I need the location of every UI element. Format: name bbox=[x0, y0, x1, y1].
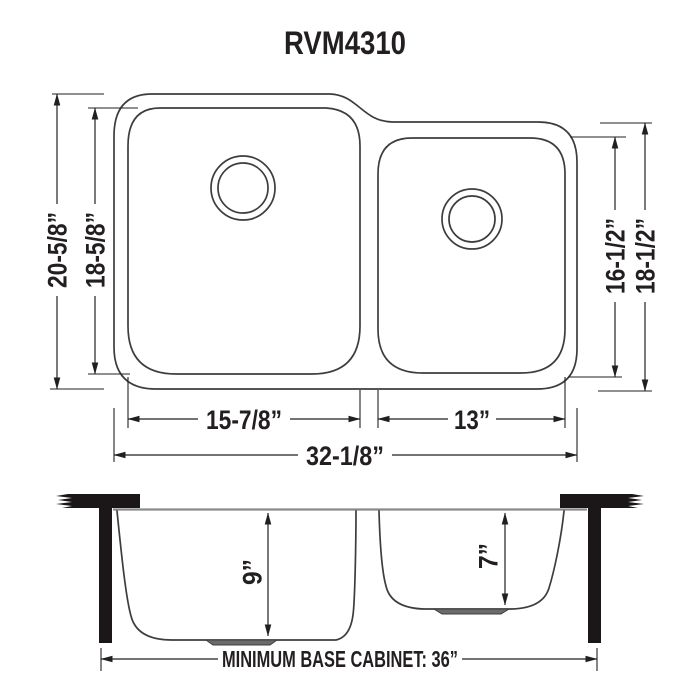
dim-right-overall-height: 18-1/2” bbox=[598, 122, 660, 392]
large-bowl-outline bbox=[127, 107, 361, 375]
dim-small-bowl-width: 13” bbox=[377, 377, 566, 435]
overall-height-label: 20-5/8” bbox=[42, 212, 72, 288]
cabinet-wall-right bbox=[588, 507, 601, 643]
page-title: RVM4310 bbox=[284, 25, 406, 61]
sink-outer-rim bbox=[113, 93, 578, 390]
dim-overall-height: 20-5/8” bbox=[42, 93, 104, 390]
large-bowl-width-label: 15-7/8” bbox=[206, 405, 282, 435]
small-bowl-drain-inner bbox=[448, 195, 496, 243]
large-bowl-drain-profile bbox=[204, 639, 279, 646]
base-cabinet-label: MINIMUM BASE CABINET: 36” bbox=[222, 646, 458, 672]
top-view: 20-5/8” 18-5/8” 16-1/2” 18-1/2” bbox=[42, 93, 660, 471]
dim-small-bowl-depth: 7” bbox=[473, 512, 509, 606]
side-view: 9” 7” MINIMUM BASE CABINET: 36” bbox=[56, 494, 644, 672]
small-bowl-height-label: 16-1/2” bbox=[600, 218, 630, 294]
dim-overall-width: 32-1/8” bbox=[113, 408, 578, 471]
large-bowl-depth-label: 9” bbox=[237, 559, 267, 585]
small-bowl-depth-label: 7” bbox=[473, 543, 503, 569]
large-bowl-drain-outer bbox=[210, 155, 276, 221]
dim-base-cabinet: MINIMUM BASE CABINET: 36” bbox=[100, 646, 598, 672]
small-bowl-drain-outer bbox=[441, 188, 503, 250]
small-bowl-width-label: 13” bbox=[454, 405, 490, 435]
dim-large-bowl-height: 18-5/8” bbox=[80, 107, 138, 375]
dim-large-bowl-width: 15-7/8” bbox=[127, 377, 361, 435]
large-bowl-height-label: 18-5/8” bbox=[80, 212, 110, 288]
large-bowl-drain-inner bbox=[217, 162, 269, 214]
right-overall-height-label: 18-1/2” bbox=[630, 218, 660, 294]
small-bowl-drain-profile bbox=[432, 608, 511, 615]
overall-width-label: 32-1/8” bbox=[306, 441, 384, 471]
countertop-right bbox=[560, 494, 644, 508]
dim-small-bowl-height: 16-1/2” bbox=[568, 136, 630, 378]
countertop-left bbox=[56, 494, 140, 508]
cabinet-wall-left bbox=[99, 507, 112, 643]
small-bowl-profile bbox=[378, 510, 565, 610]
small-bowl-outline bbox=[377, 137, 566, 374]
dim-large-bowl-depth: 9” bbox=[237, 512, 272, 637]
